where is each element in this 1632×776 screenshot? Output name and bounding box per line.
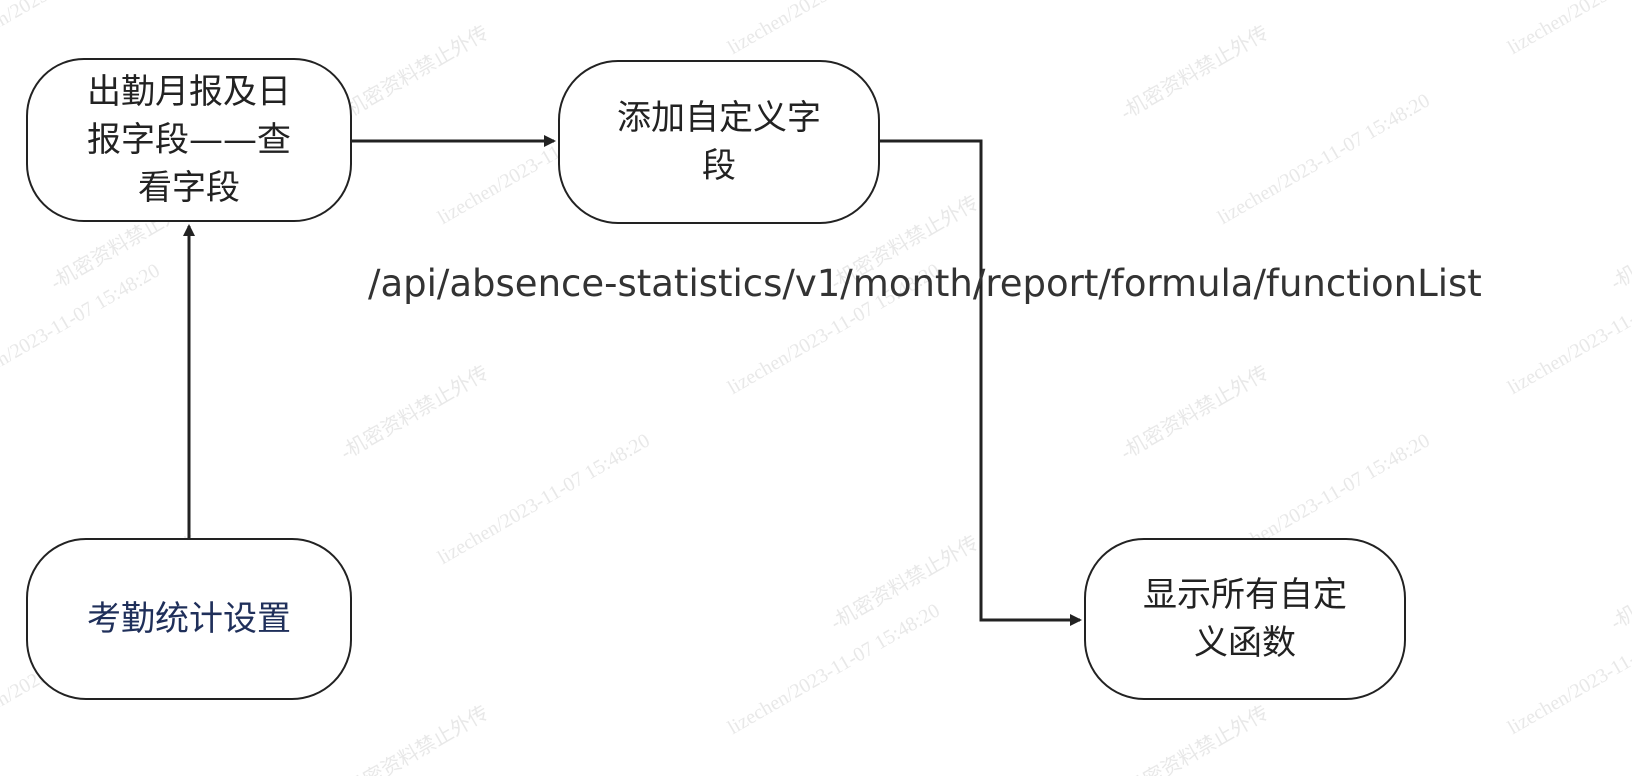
node-show-custom-functions[interactable]: 显示所有自定 义函数 [1084, 538, 1406, 700]
node-add-custom-field[interactable]: 添加自定义字 段 [558, 60, 880, 224]
node-view-fields-label: 出勤月报及日 报字段——查 看字段 [87, 72, 291, 208]
node-add-custom-field-label: 添加自定义字 段 [617, 98, 821, 186]
edge-add-to-show [880, 139, 1082, 626]
node-show-custom-functions-label: 显示所有自定 义函数 [1143, 575, 1347, 663]
node-view-fields[interactable]: 出勤月报及日 报字段——查 看字段 [26, 58, 352, 222]
node-attendance-settings-label: 考勤统计设置 [87, 599, 291, 639]
edge-api-label: /api/absence-statistics/v1/month/report/… [368, 262, 1482, 305]
node-attendance-settings[interactable]: 考勤统计设置 [26, 538, 352, 700]
